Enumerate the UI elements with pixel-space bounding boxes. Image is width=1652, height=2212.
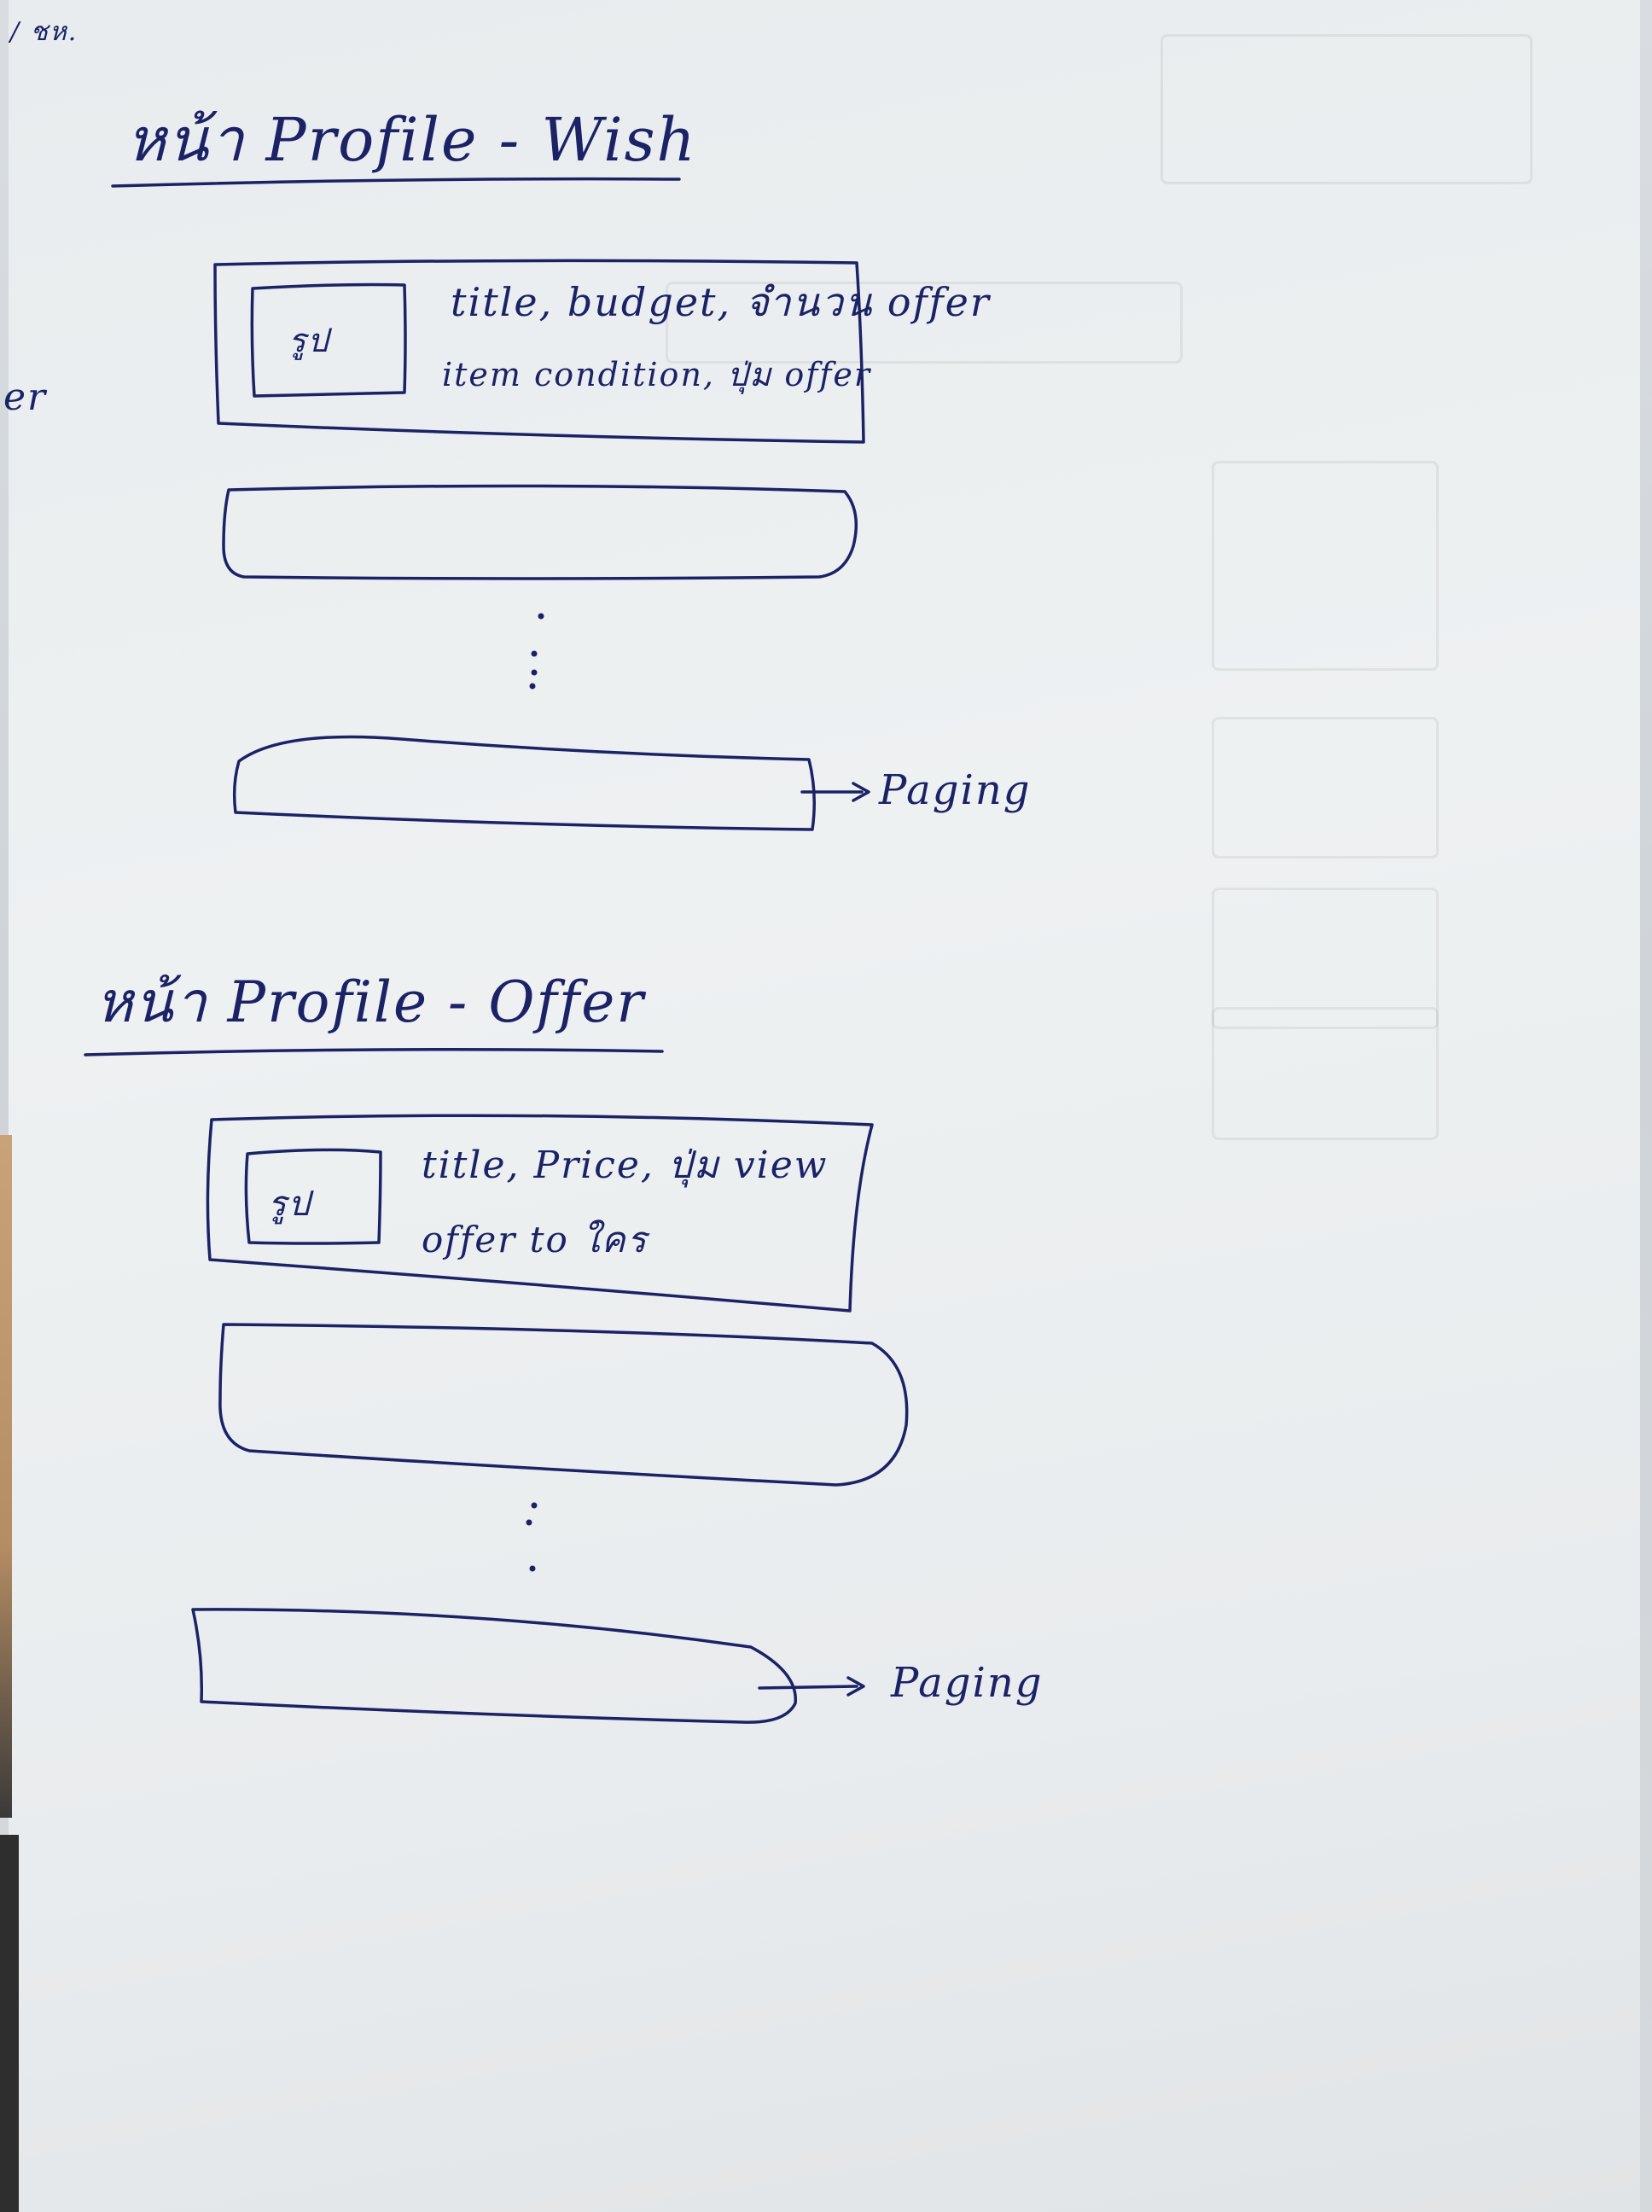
desk-shadow xyxy=(0,1835,19,2212)
offer-card-first xyxy=(206,1114,874,1313)
offer-image-label: รูป xyxy=(268,1185,311,1224)
paging-arrow-head xyxy=(846,1676,865,1697)
show-through-box xyxy=(1160,34,1533,184)
margin-mark-left: er xyxy=(3,375,48,419)
paging-arrow-head xyxy=(852,782,870,802)
wish-card xyxy=(222,484,858,580)
desk-edge xyxy=(0,1135,12,1818)
show-through-box xyxy=(1212,1007,1439,1140)
show-through-box xyxy=(1212,888,1439,1029)
offer-paging-label: Paging xyxy=(891,1659,1044,1707)
continuation-dot xyxy=(531,650,538,657)
heading-underline xyxy=(111,177,681,188)
wish-card-first xyxy=(213,259,865,444)
section-heading-profile-offer: หน้า Profile - Offer xyxy=(96,969,645,1035)
paging-arrow xyxy=(758,1685,858,1690)
offer-card-last xyxy=(191,1608,797,1724)
show-through-box xyxy=(1212,717,1439,859)
show-through-box xyxy=(666,282,1183,364)
continuation-dot xyxy=(531,1502,538,1509)
offer-card-image-box xyxy=(244,1148,382,1245)
continuation-dot xyxy=(526,1519,532,1526)
continuation-dot xyxy=(538,613,544,620)
heading-underline xyxy=(84,1048,664,1057)
wish-image-label: รูป xyxy=(288,322,330,359)
continuation-dot xyxy=(529,683,536,690)
section-heading-profile-wish: หน้า Profile - Wish xyxy=(126,105,697,175)
continuation-dot xyxy=(531,669,538,676)
wish-paging-label: Paging xyxy=(879,766,1032,814)
wish-card-last xyxy=(232,735,816,831)
wish-card-fields-line-2: item condition, ปุ่ม offer xyxy=(442,356,871,393)
sketch-paper xyxy=(9,0,1640,2212)
wish-card-fields-line-1: title, budget, จำนวน offer xyxy=(451,279,991,325)
offer-card xyxy=(218,1323,909,1487)
show-through-box xyxy=(1212,461,1439,671)
margin-mark-top: / ชห. xyxy=(10,17,79,47)
wish-card-image-box xyxy=(250,282,407,398)
continuation-dot xyxy=(529,1565,536,1572)
offer-card-fields-line-1: title, Price, ปุ่ม view xyxy=(422,1144,829,1187)
offer-card-fields-line-2: offer to ใคร xyxy=(422,1219,649,1260)
